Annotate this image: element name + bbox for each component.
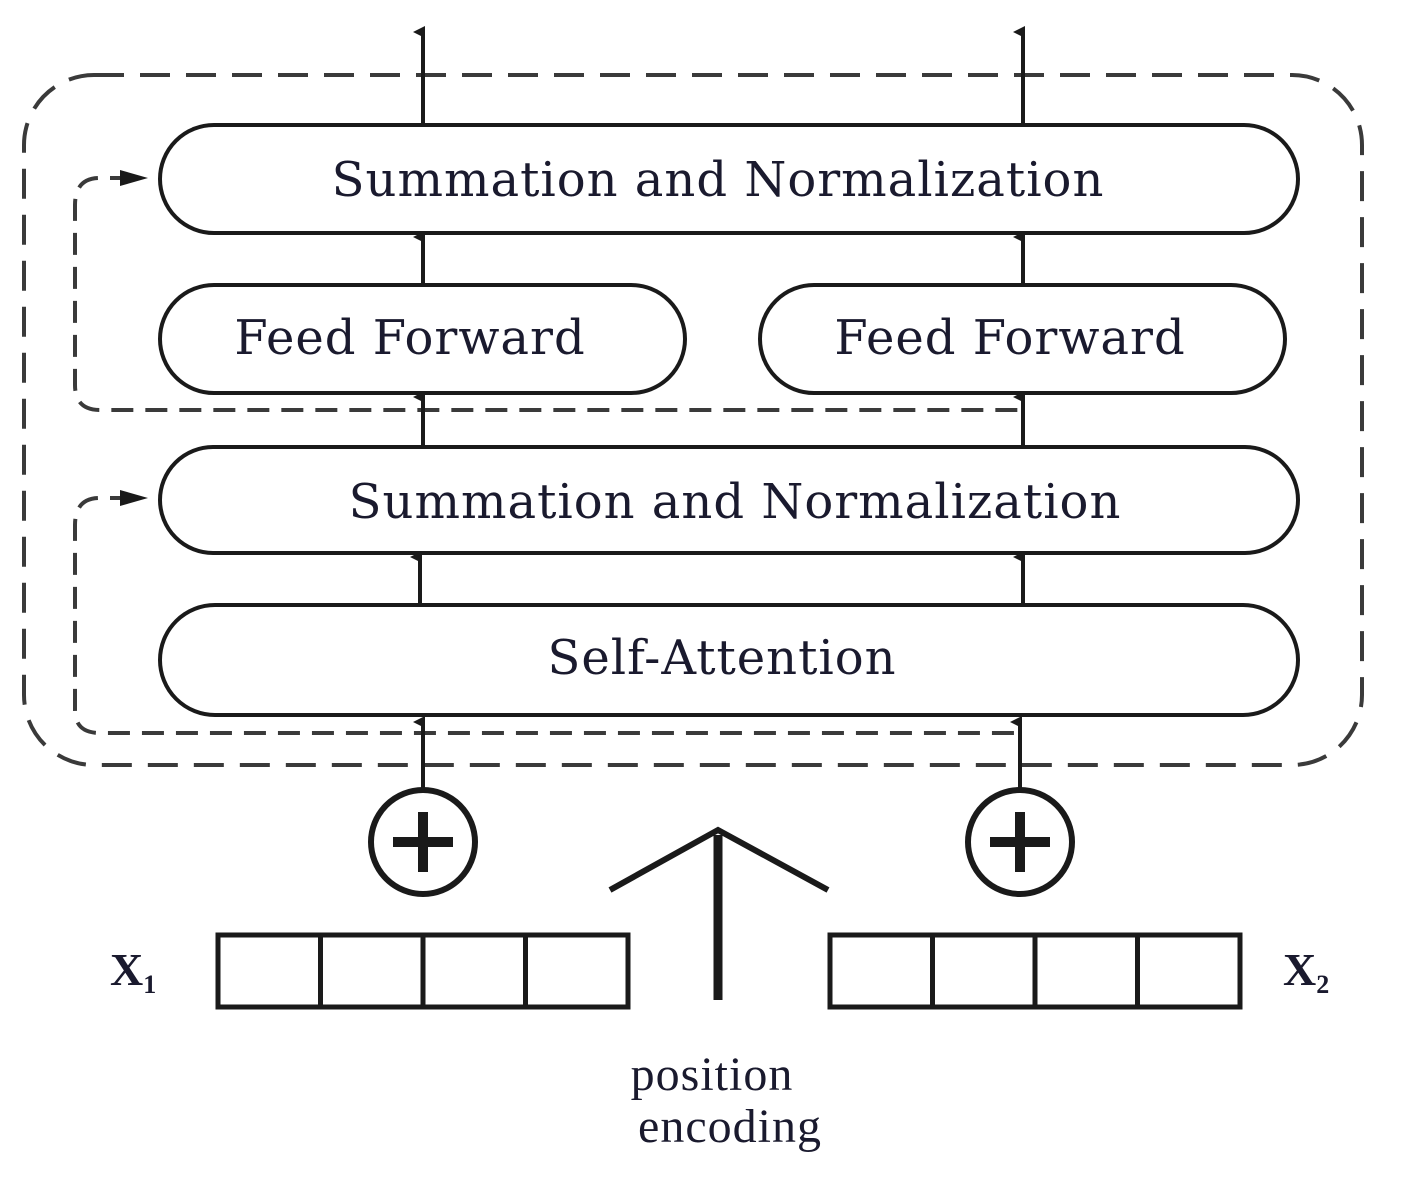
input-x2-label: X2 [1283, 944, 1329, 999]
self-attention-label: Self-Attention [547, 630, 896, 686]
feed-forward-left-label: Feed Forward [234, 310, 585, 366]
feed-forward-right-label: Feed Forward [834, 310, 1185, 366]
input-x1-cell [523, 932, 631, 1010]
input-x1-cell [420, 932, 528, 1010]
sum-norm-bottom-label: Summation and Normalization [349, 474, 1122, 530]
input-vector-x1 [215, 932, 631, 1010]
encoder-outer-boundary [22, 73, 1364, 767]
residual-arrowhead-bottom [120, 490, 148, 506]
self-attention-box [158, 603, 1300, 717]
input-x2-cell [1135, 932, 1243, 1010]
sum-norm-top-box [158, 123, 1300, 235]
sum-norm-top-label: Summation and Normalization [332, 152, 1105, 208]
input-x1-cell [215, 932, 323, 1010]
residual-arrowhead-top [120, 170, 148, 186]
residual-loop-top [73, 176, 1020, 412]
position-encoding-line1: position [631, 1048, 794, 1101]
sum-norm-bottom-box [158, 445, 1300, 555]
residual-loop-bottom [73, 496, 1020, 735]
input-x2-cell [1032, 932, 1140, 1010]
adder-left-icon [368, 787, 478, 897]
position-encoding-arrow-icon [608, 826, 830, 1000]
position-encoding-line2: encoding [638, 1100, 822, 1153]
input-vector-x2 [827, 932, 1243, 1010]
adder-right-icon [965, 787, 1075, 897]
input-x1-label: X1 [110, 944, 156, 999]
input-x2-cell [827, 932, 935, 1010]
input-x2-cell [930, 932, 1038, 1010]
input-x1-cell [318, 932, 426, 1010]
